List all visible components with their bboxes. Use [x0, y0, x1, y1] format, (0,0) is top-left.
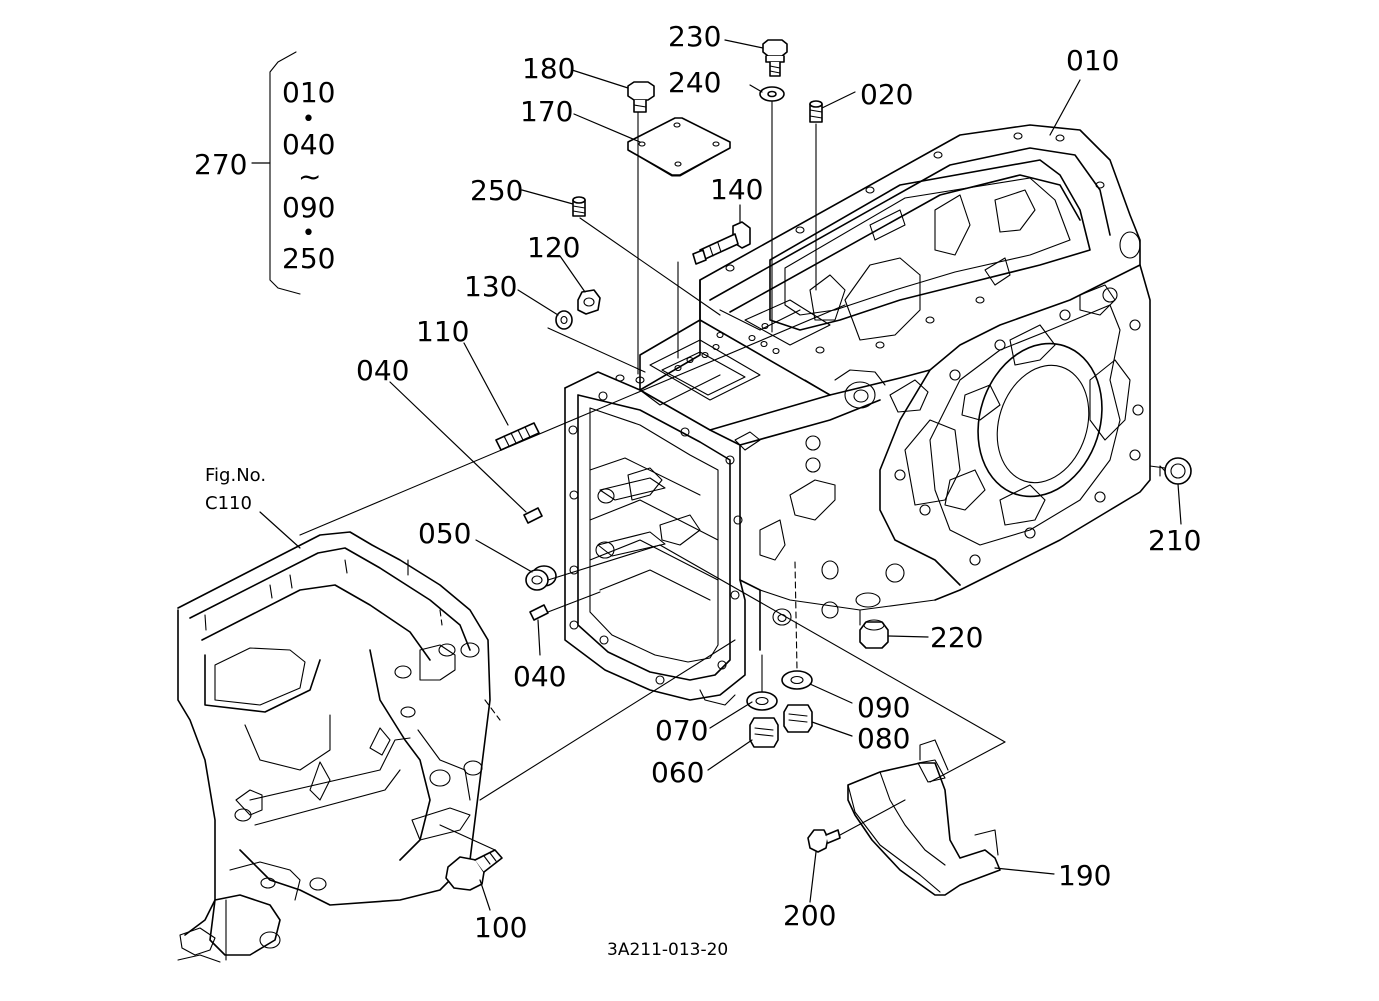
part-220-plug [859, 619, 889, 649]
part-090-washer [781, 670, 813, 690]
part-050-bushing [525, 565, 557, 591]
part-040-pin-lower [529, 604, 549, 621]
part-200-bolt [807, 829, 841, 853]
callout-010: 010 [1066, 44, 1119, 77]
group-separator-1: • [302, 107, 315, 132]
part-250-pin [572, 196, 586, 217]
part-190-guard [847, 739, 1001, 896]
figure-reference-code: C110 [205, 493, 252, 514]
callout-120: 120 [527, 231, 580, 264]
part-240-washer [759, 86, 785, 102]
part-040-pin-upper [523, 507, 543, 524]
group-member-2: 040 [282, 128, 335, 161]
callout-110: 110 [416, 315, 469, 348]
part-170-cover [627, 117, 731, 177]
part-080-plug [783, 704, 813, 733]
callout-220: 220 [930, 621, 983, 654]
part-180-bolt [627, 81, 655, 113]
group-member-1: 010 [282, 76, 335, 109]
assembly-lines [299, 100, 1166, 851]
callout-060: 060 [651, 756, 704, 789]
callout-210: 210 [1148, 524, 1201, 557]
callout-050: 050 [418, 517, 471, 550]
group-270: 270 010 • 040 ~ 090 • 250 [194, 51, 335, 295]
figure-reference-label: Fig.No. [205, 465, 266, 486]
callout-250: 250 [470, 174, 523, 207]
callout-090: 090 [857, 691, 910, 724]
leader-lines [259, 39, 1182, 911]
part-210-plug [1159, 457, 1192, 485]
callout-180: 180 [522, 52, 575, 85]
callout-labels: 010 020 230 240 180 170 250 140 120 130 … [356, 20, 1201, 944]
part-100-bolt [445, 849, 503, 891]
group-separator-2: ~ [298, 160, 321, 193]
callout-170: 170 [520, 95, 573, 128]
callout-020: 020 [860, 78, 913, 111]
callout-230: 230 [668, 20, 721, 53]
part-230-bolt [762, 39, 788, 77]
group-member-4: 250 [282, 242, 335, 275]
part-020-pin [809, 100, 823, 123]
transmission-case [564, 124, 1151, 706]
callout-080: 080 [857, 722, 910, 755]
callout-070: 070 [655, 714, 708, 747]
callout-040-lower: 040 [513, 660, 566, 693]
group-separator-3: • [302, 221, 315, 246]
part-110-stud [495, 422, 540, 451]
callout-130: 130 [464, 270, 517, 303]
drawing-code: 3A211-013-20 [607, 940, 728, 960]
callout-140: 140 [710, 173, 763, 206]
part-140-bolt [692, 221, 751, 265]
group-member-3: 090 [282, 191, 335, 224]
reference-housing-c110 [177, 531, 501, 963]
callout-240: 240 [668, 66, 721, 99]
group-label: 270 [194, 148, 247, 181]
part-070-washer [746, 691, 778, 711]
callout-200: 200 [783, 899, 836, 932]
callout-040-upper: 040 [356, 354, 409, 387]
part-060-plug [749, 717, 779, 748]
part-130-washer [555, 310, 573, 330]
callout-100: 100 [474, 911, 527, 944]
part-120-nut [577, 289, 601, 315]
callout-190: 190 [1058, 859, 1111, 892]
